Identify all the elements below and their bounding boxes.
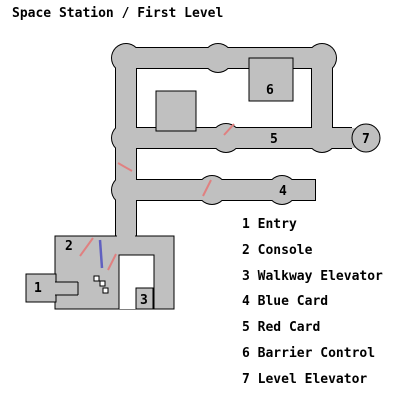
console-box-3 xyxy=(102,287,109,294)
red-door-console xyxy=(79,237,94,257)
map-legend: 1 Entry 2 Console 3 Walkway Elevator 4 B… xyxy=(242,212,383,393)
blue-door xyxy=(98,239,104,269)
red-door-walkway xyxy=(202,179,212,197)
room-barrier-control xyxy=(248,57,294,102)
label-red-card: 5 xyxy=(270,132,278,147)
legend-item-entry: 1 Entry xyxy=(242,217,297,232)
label-entry: 1 xyxy=(34,281,42,296)
map-title: Space Station / First Level xyxy=(12,6,224,21)
red-door-north xyxy=(223,123,235,136)
legend-item-red-card: 5 Red Card xyxy=(242,320,321,336)
level-elevator-node xyxy=(351,123,381,153)
legend-item-barrier-control: 6 Barrier Control xyxy=(242,345,376,361)
console-box-1 xyxy=(93,275,100,282)
red-door-entry xyxy=(107,253,117,271)
label-barrier-control: 6 xyxy=(266,83,274,98)
red-door-west xyxy=(117,162,133,172)
legend-item-walkway-elevator: 3 Walkway Elevator xyxy=(242,268,383,284)
legend-item-level-elevator: 7 Level Elevator xyxy=(242,371,368,387)
entry-complex xyxy=(25,228,175,310)
label-level-elevator: 7 xyxy=(362,132,370,147)
console-box-2 xyxy=(99,280,106,287)
label-console: 2 xyxy=(65,239,73,254)
legend-item-console: 2 Console xyxy=(242,242,313,258)
room-level-elevator-link xyxy=(336,128,356,148)
label-blue-card: 4 xyxy=(279,184,287,199)
label-walkway-elevator: 3 xyxy=(140,293,148,308)
room-upper-left xyxy=(155,90,197,132)
legend-item-blue-card: 4 Blue Card xyxy=(242,294,329,310)
